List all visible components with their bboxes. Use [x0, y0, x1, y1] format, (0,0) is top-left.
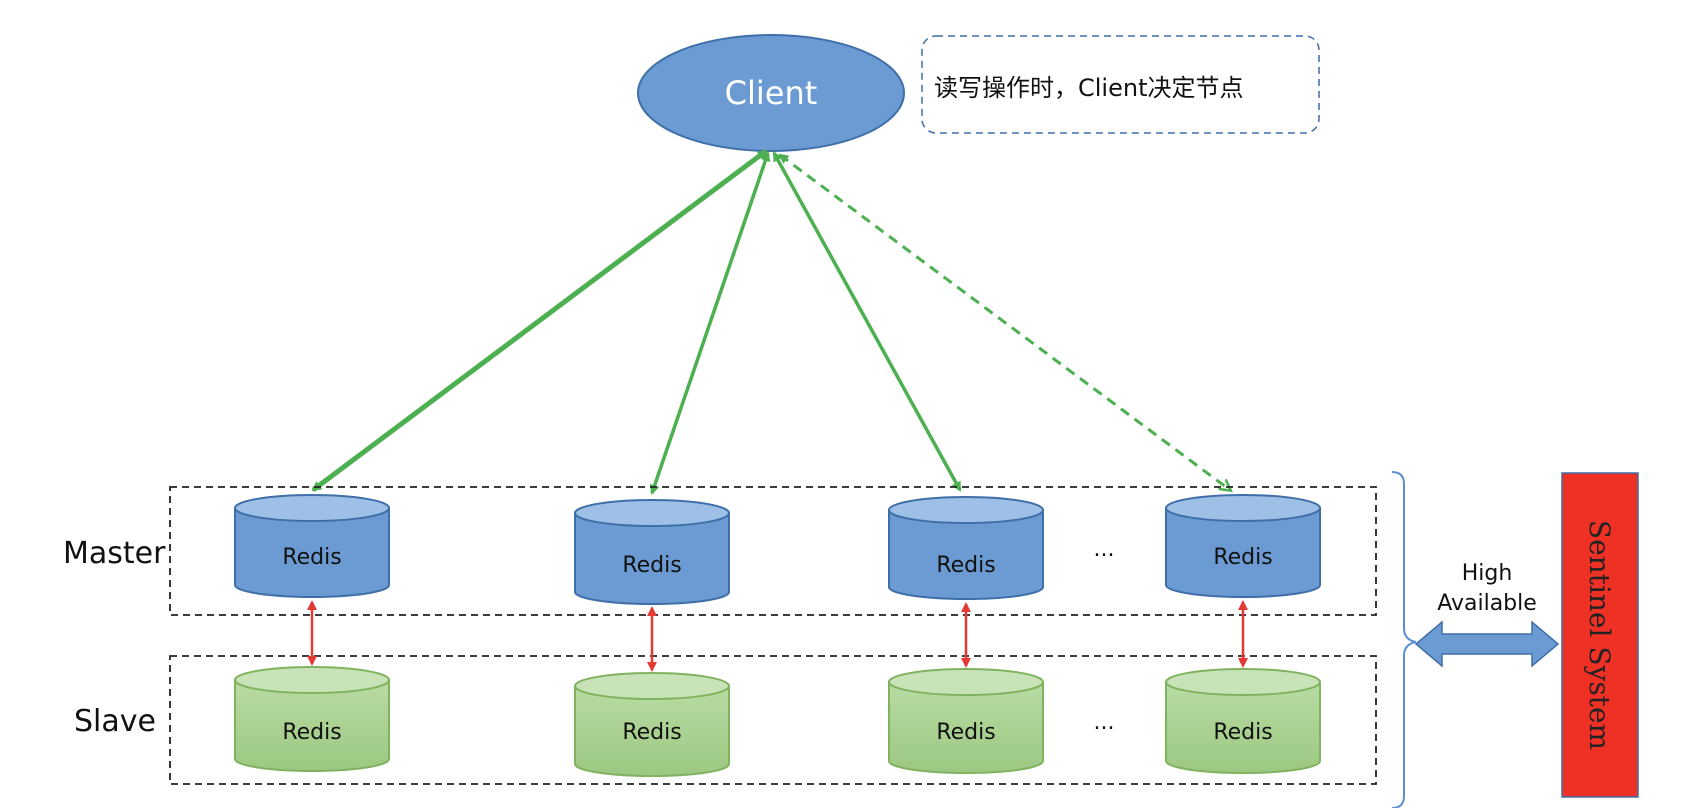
- slave-redis-4: Redis: [1165, 668, 1321, 774]
- master-redis-1-label: Redis: [282, 545, 341, 570]
- ha-label-line1: High: [1462, 561, 1513, 586]
- master-redis-2-label: Redis: [622, 553, 681, 578]
- ha-label-line2: Available: [1437, 591, 1537, 616]
- note-text: 读写操作时，Client决定节点: [934, 74, 1243, 102]
- master-ellipsis: ...: [1094, 537, 1115, 562]
- master-redis-3-label: Redis: [936, 553, 995, 578]
- client-label: Client: [725, 74, 818, 112]
- slave-redis-2-label: Redis: [622, 720, 681, 745]
- master-redis-4: Redis: [1165, 494, 1321, 598]
- master-group: [169, 486, 1377, 616]
- slave-redis-1-label: Redis: [282, 720, 341, 745]
- slave-row-label: Slave: [74, 704, 156, 739]
- sentinel-system-box: [1561, 472, 1639, 798]
- slave-redis-1: Redis: [234, 666, 390, 772]
- client-master-1-arrow: [311, 148, 768, 493]
- master-row-label: Master: [63, 536, 166, 571]
- master-redis-1: Redis: [234, 494, 390, 598]
- master-redis-4-label: Redis: [1213, 545, 1272, 570]
- slave-group: [169, 655, 1377, 785]
- slave-redis-3: Redis: [888, 668, 1044, 774]
- client-master-2-arrow: [649, 151, 771, 495]
- client-node: [637, 34, 905, 152]
- slave-redis-3-label: Redis: [936, 720, 995, 745]
- master-redis-3: Redis: [888, 496, 1044, 600]
- master-redis-2: Redis: [574, 499, 730, 605]
- note-box: [921, 35, 1320, 134]
- client-master-4-dashed-arrow: [780, 153, 1230, 490]
- slave-redis-2: Redis: [574, 672, 730, 777]
- cluster-bracket: [1391, 471, 1417, 808]
- sentinel-system-label: Sentinel System: [1583, 520, 1616, 750]
- client-master-3-arrow: [772, 151, 962, 492]
- slave-redis-4-label: Redis: [1213, 720, 1272, 745]
- ha-double-arrow: [1414, 620, 1560, 668]
- slave-ellipsis: ...: [1094, 710, 1115, 735]
